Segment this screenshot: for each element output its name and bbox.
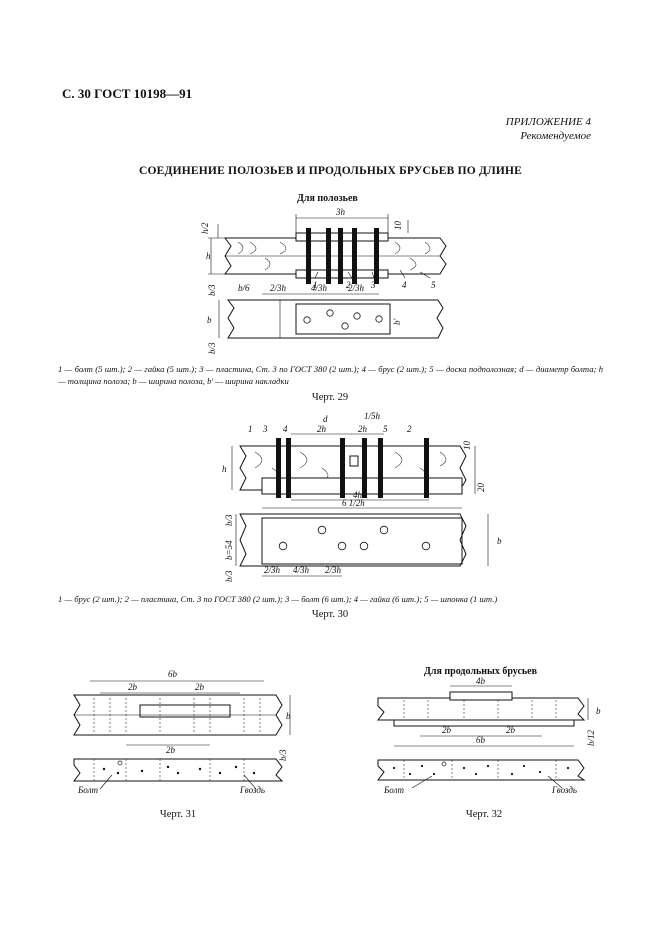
fig29-dim-h2: h/2 bbox=[200, 222, 210, 234]
fig30-dim-b: b bbox=[497, 536, 502, 546]
fig30-dim-20: 20 bbox=[476, 483, 486, 493]
fig30-dim-b54: b=54 bbox=[224, 540, 234, 560]
fig31-dim-6b: 6b bbox=[168, 669, 178, 679]
fig29-part-4: 4 bbox=[402, 280, 407, 290]
fig29-elevation: 3h h/2 h 10 1 2 3 4 5 bbox=[200, 207, 447, 290]
fig32-dim-b12: b/12 bbox=[586, 729, 596, 746]
fig30-legend: 1 — брус (2 шт.); 2 — пластина, Ст. 3 по… bbox=[58, 594, 498, 604]
fig32-bolt-label: Болт bbox=[383, 785, 405, 795]
fig31-dim-2b-a: 2b bbox=[128, 682, 138, 692]
fig30-dim-2h-b: 2h bbox=[358, 424, 368, 434]
fig31-dim-b3: b/3 bbox=[278, 749, 288, 761]
fig31-bolt-label: Болт bbox=[77, 785, 99, 795]
fig30-dim-2h-a: 2h bbox=[317, 424, 327, 434]
fig32-nail-label: Гвоздь bbox=[551, 785, 577, 795]
fig32-dim-6b: 6b bbox=[476, 735, 486, 745]
fig29-part-1: 1 bbox=[313, 280, 318, 290]
fig30-dim-6h: 6 1/2h bbox=[342, 498, 365, 508]
fig32-dim-2b-b: 2b bbox=[506, 725, 516, 735]
fig29-dim-10: 10 bbox=[393, 221, 403, 231]
fig29-plan: b/6 2/3h 4/3h 2/3h b/3 b b/3 b' bbox=[207, 283, 444, 354]
fig31-dim-b: b bbox=[286, 711, 291, 721]
fig30-dim-23h-b: 2/3h bbox=[325, 565, 342, 575]
fig30-part-5: 5 bbox=[383, 424, 388, 434]
fig29-drawing: 3h h/2 h 10 1 2 3 4 5 b/6 2/3h 4/3h 2/3h… bbox=[200, 207, 447, 354]
fig31-drawing: 6b 2b 2b 2b b b/3 Болт Гвоздь bbox=[73, 669, 291, 795]
fig29-dim-23h-a: 2/3h bbox=[270, 283, 287, 293]
fig30-dim-23h-a: 2/3h bbox=[264, 565, 281, 575]
appendix-title: ПРИЛОЖЕНИЕ 4 bbox=[505, 116, 591, 128]
page-header: С. 30 ГОСТ 10198—91 bbox=[62, 86, 193, 101]
fig31-nail-label: Гвоздь bbox=[239, 785, 265, 795]
fig30-dim-15h: 1/5h bbox=[364, 411, 381, 421]
fig29-dim-b6: b/6 bbox=[238, 283, 250, 293]
fig32-dim-2b-a: 2b bbox=[442, 725, 452, 735]
fig30-dim-4h: 4h bbox=[353, 490, 363, 500]
fig30-part-3: 3 bbox=[262, 424, 268, 434]
fig32-dim-4b: 4b bbox=[476, 676, 486, 686]
section-runners-title: Для полозьев bbox=[297, 193, 358, 204]
fig31-dim-2b-c: 2b bbox=[166, 745, 176, 755]
fig32-drawing: 4b 2b 2b 6b b b/12 Болт Гвоздь bbox=[377, 676, 601, 795]
fig30-part-2: 2 bbox=[407, 424, 412, 434]
fig29-dim-43h: 4/3h bbox=[311, 283, 328, 293]
fig32-caption: Черт. 32 bbox=[465, 809, 503, 820]
fig30-caption: Черт. 30 bbox=[311, 609, 349, 620]
fig29-part-5: 5 bbox=[431, 280, 436, 290]
fig30-part-4: 4 bbox=[283, 424, 288, 434]
fig29-part-2: 2 bbox=[346, 280, 351, 290]
fig30-dim-b3-b: b/3 bbox=[224, 570, 234, 582]
fig30-plan: b/3 b=54 b/3 b 2/3h 4/3h 2/3h bbox=[224, 513, 502, 582]
main-title: СОЕДИНЕНИЕ ПОЛОЗЬЕВ И ПРОДОЛЬНЫХ БРУСЬЕВ… bbox=[138, 165, 523, 177]
fig30-drawing: 1 3 4 5 2 d 1/5h 2h 2h 4h 6 1/2h h 10 20… bbox=[222, 411, 502, 582]
fig29-dim-b3-a: b/3 bbox=[207, 284, 217, 296]
fig29-part-3: 3 bbox=[370, 280, 376, 290]
fig29-dim-h: h bbox=[206, 251, 211, 261]
fig30-part-1: 1 bbox=[248, 424, 253, 434]
fig32-plan: Болт Гвоздь bbox=[377, 759, 586, 795]
fig29-legend: 1 — болт (5 шт.); 2 — гайка (5 шт.); 3 —… bbox=[58, 364, 603, 387]
fig29-dim-b: b bbox=[207, 315, 212, 325]
appendix-label: ПРИЛОЖЕНИЕ 4 Рекомендуемое bbox=[506, 116, 591, 144]
fig30-dim-b3-a: b/3 bbox=[224, 514, 234, 526]
fig29-dim-bprime: b' bbox=[392, 318, 402, 326]
fig29-dim-23h-b: 2/3h bbox=[348, 283, 365, 293]
fig30-dim-43h: 4/3h bbox=[293, 565, 310, 575]
appendix-note: Рекомендуемое bbox=[520, 129, 591, 142]
fig31-plan: b/3 Болт Гвоздь bbox=[73, 749, 288, 795]
fig29-dim-b3-b: b/3 bbox=[207, 342, 217, 354]
fig30-dim-10: 10 bbox=[462, 441, 472, 451]
fig30-dim-d: d bbox=[323, 414, 328, 424]
fig31-caption: Черт. 31 bbox=[159, 809, 197, 820]
fig31-elevation: 6b 2b 2b 2b b bbox=[73, 669, 291, 755]
fig31-dim-2b-b: 2b bbox=[195, 682, 205, 692]
fig29-caption: Черт. 29 bbox=[311, 392, 349, 403]
fig32-elevation: 4b 2b 2b 6b b b/12 bbox=[377, 676, 601, 747]
fig30-dim-h: h bbox=[222, 464, 227, 474]
fig32-dim-b: b bbox=[596, 706, 601, 716]
fig30-elevation: 1 3 4 5 2 d 1/5h 2h 2h 4h 6 1/2h h 10 20 bbox=[222, 411, 486, 509]
section-beams-title: Для продольных брусьев bbox=[424, 666, 538, 677]
fig29-dim-3h: 3h bbox=[335, 207, 346, 217]
